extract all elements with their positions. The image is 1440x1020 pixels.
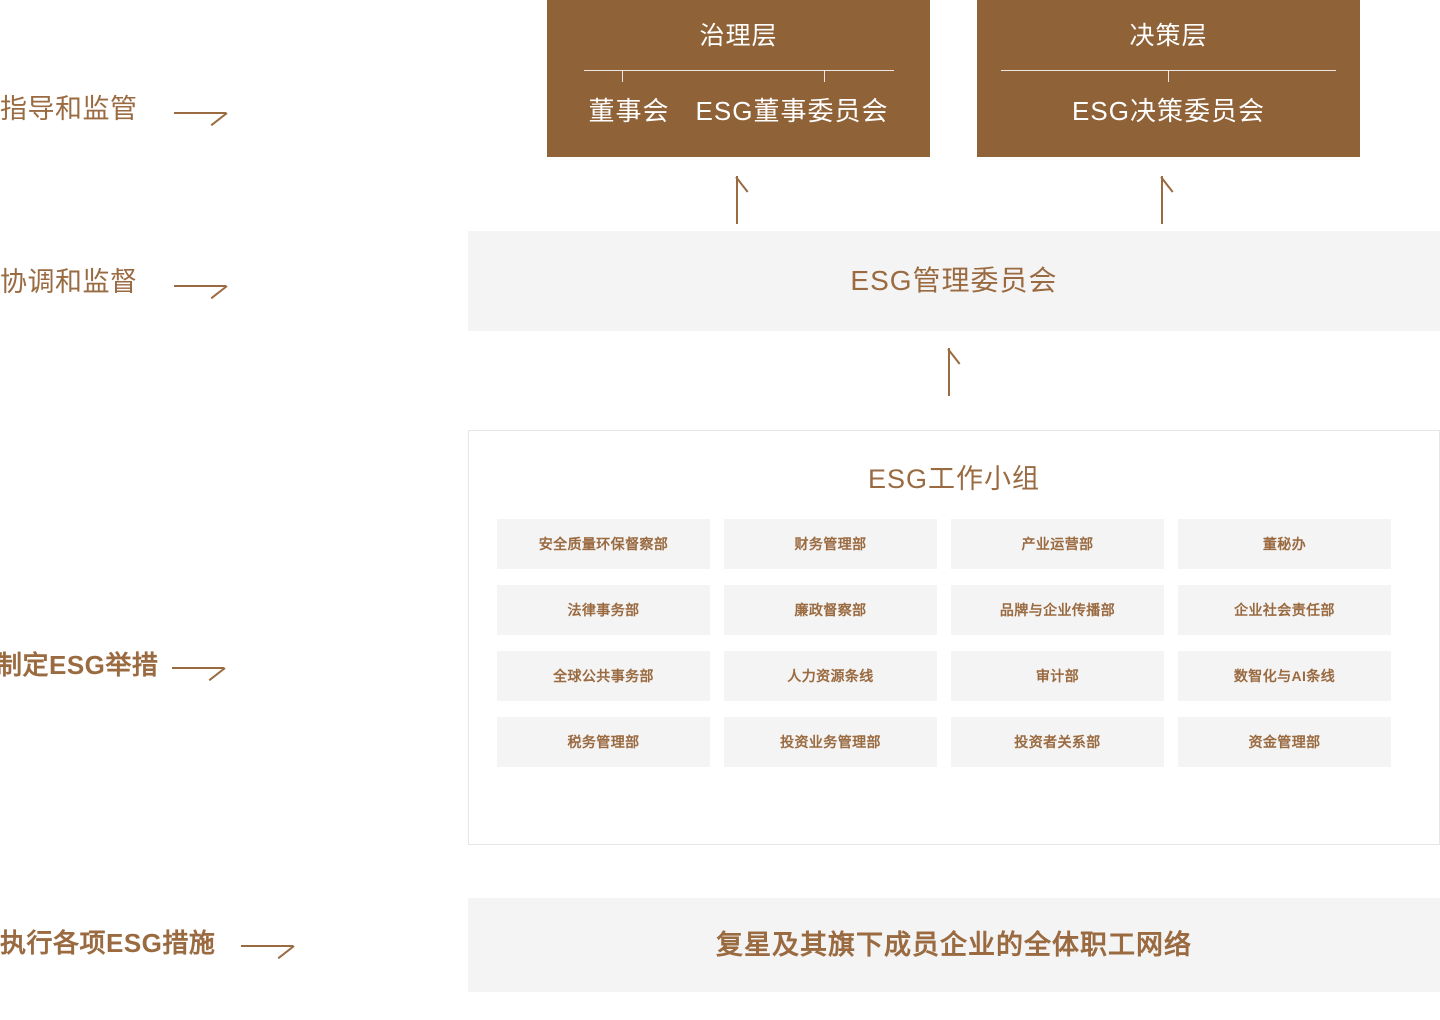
working-group-panel: ESG工作小组 安全质量环保督察部 财务管理部 产业运营部 董秘办 法律事务部 …	[468, 430, 1440, 845]
decision-items: ESG决策委员会	[1072, 98, 1265, 124]
decision-item-esg-decision-committee: ESG决策委员会	[1072, 96, 1265, 126]
governance-layer-box: 治理层 董事会 ESG董事委员会	[547, 0, 930, 157]
department-cell: 人力资源条线	[724, 651, 937, 701]
decision-divider	[1001, 70, 1336, 82]
department-cell: 投资业务管理部	[724, 717, 937, 767]
arrow-right-icon	[241, 934, 296, 960]
arrow-up-icon-to-governance	[730, 176, 752, 224]
arrow-right-icon	[173, 274, 228, 299]
department-cell: 安全质量环保督察部	[497, 519, 710, 569]
stage-label-text: 指导和监管	[0, 94, 138, 124]
management-committee-bar: ESG管理委员会	[468, 231, 1440, 331]
department-cell: 数智化与AI条线	[1178, 651, 1391, 701]
stage-label-text: 执行各项ESG措施	[0, 928, 216, 958]
department-cell: 税务管理部	[497, 717, 710, 767]
governance-divider	[583, 70, 894, 82]
department-grid: 安全质量环保督察部 财务管理部 产业运营部 董秘办 法律事务部 廉政督察部 品牌…	[497, 519, 1439, 767]
department-cell: 法律事务部	[497, 585, 710, 635]
stage-label-execution: 执行各项ESG措施	[0, 928, 296, 960]
department-cell: 产业运营部	[951, 519, 1164, 569]
department-cell: 廉政督察部	[724, 585, 937, 635]
department-cell: 全球公共事务部	[497, 651, 710, 701]
department-cell: 董秘办	[1178, 519, 1391, 569]
stage-label-text: 协调和监督	[0, 267, 138, 297]
governance-item-esg-board-committee: ESG董事委员会	[695, 96, 889, 126]
governance-layer-title: 治理层	[699, 22, 778, 50]
management-committee-label: ESG管理委员会	[850, 265, 1058, 296]
decision-layer-title: 决策层	[1129, 22, 1208, 50]
working-group-title: ESG工作小组	[867, 464, 1041, 494]
arrow-up-icon-to-decision	[1155, 176, 1177, 224]
governance-items: 董事会 ESG董事委员会	[589, 98, 889, 124]
department-cell: 投资者关系部	[951, 717, 1164, 767]
decision-layer-box: 决策层 ESG决策委员会	[977, 0, 1360, 157]
department-cell: 企业社会责任部	[1178, 585, 1391, 635]
stage-label-initiatives: 制定ESG举措	[0, 650, 227, 682]
department-cell: 审计部	[951, 651, 1164, 701]
stage-label-guidance: 指导和监管	[0, 94, 228, 126]
department-cell: 财务管理部	[724, 519, 937, 569]
arrow-right-icon	[173, 101, 228, 126]
governance-item-board: 董事会	[588, 96, 670, 126]
department-cell: 资金管理部	[1178, 717, 1391, 767]
stage-label-coordination: 协调和监督	[0, 267, 228, 299]
arrow-up-icon-to-management	[942, 348, 964, 396]
workforce-network-label: 复星及其旗下成员企业的全体职工网络	[716, 929, 1192, 960]
department-cell: 品牌与企业传播部	[951, 585, 1164, 635]
arrow-right-icon	[172, 656, 227, 682]
workforce-network-bar: 复星及其旗下成员企业的全体职工网络	[468, 898, 1440, 992]
stage-label-text: 制定ESG举措	[0, 650, 159, 680]
